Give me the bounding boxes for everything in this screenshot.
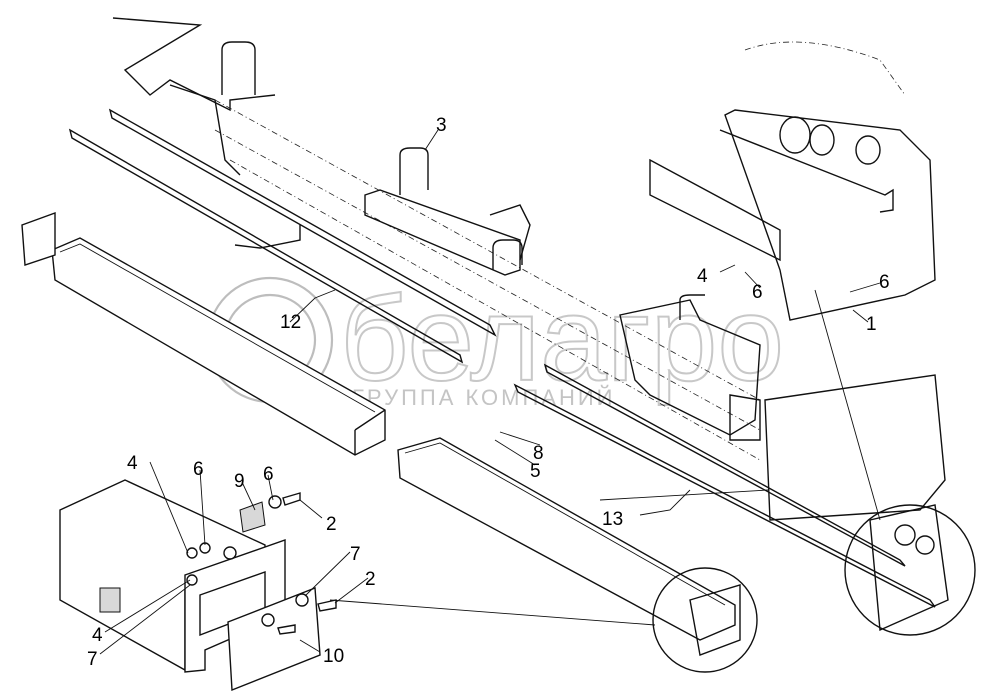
callouts-main: 3 4 6 6 1 12 8 5 13 xyxy=(280,115,890,530)
callout-2: 2 xyxy=(365,569,376,590)
rails xyxy=(68,108,936,608)
callout-6: 6 xyxy=(879,272,890,293)
detail-circle-right xyxy=(599,289,976,636)
callout-1: 1 xyxy=(866,314,877,335)
callout-7: 7 xyxy=(350,544,361,565)
mounting-plate xyxy=(724,41,946,521)
detail-circle-bottom xyxy=(329,567,758,673)
callout-6: 6 xyxy=(752,282,763,303)
watermark-subtitle: ГРУППА КОМПАНИЙ xyxy=(352,385,616,410)
callout-8: 8 xyxy=(533,443,544,464)
callout-9: 9 xyxy=(234,471,245,492)
callout-4: 4 xyxy=(127,453,138,474)
u-bolts xyxy=(221,41,705,320)
watermark-brand: белагро xyxy=(340,272,784,406)
callout-7: 7 xyxy=(87,649,98,670)
callouts-inset: 4 6 9 6 2 7 2 4 7 10 xyxy=(87,453,376,670)
callout-10: 10 xyxy=(323,646,344,667)
callout-6: 6 xyxy=(263,464,274,485)
watermark-logo: ГРУППА КОМПАНИЙ белагро xyxy=(206,271,785,410)
inset-assembly xyxy=(59,479,337,692)
callout-4: 4 xyxy=(697,266,708,287)
callout-13: 13 xyxy=(602,509,623,530)
frame-beam xyxy=(112,17,761,461)
leader-lines xyxy=(99,129,881,655)
callout-12: 12 xyxy=(280,312,301,333)
callout-6: 6 xyxy=(193,459,204,480)
callout-5: 5 xyxy=(530,461,541,482)
callout-4: 4 xyxy=(92,625,103,646)
callout-3: 3 xyxy=(436,115,447,136)
trays xyxy=(21,212,736,641)
callout-2: 2 xyxy=(326,514,337,535)
